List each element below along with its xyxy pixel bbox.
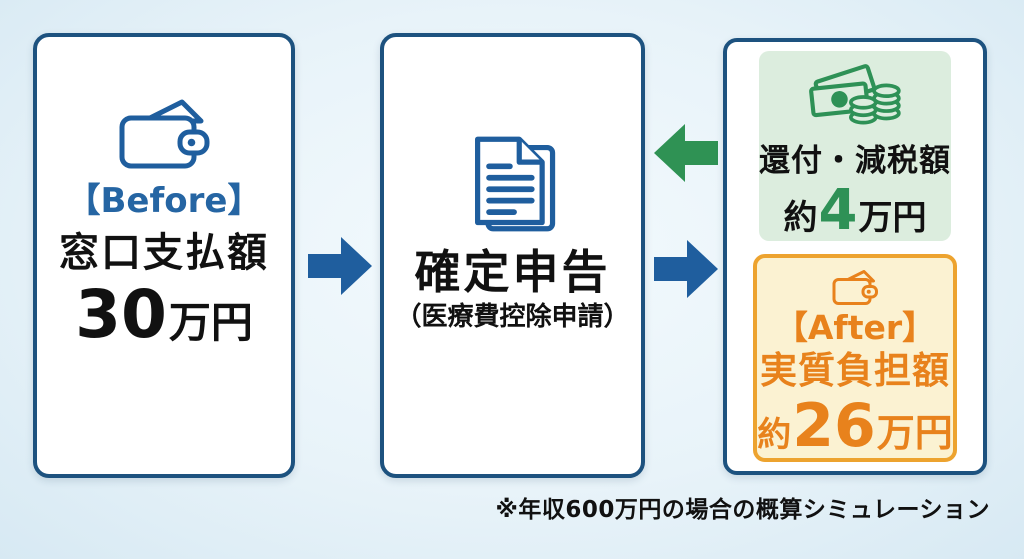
filing-subtitle: （医療費控除申請） [395, 302, 630, 333]
before-label: 【Before】 [66, 181, 262, 221]
wallet-icon [832, 270, 878, 305]
before-title: 窓口支払額 [59, 230, 269, 277]
after-title: 実質負担額 [759, 349, 950, 393]
refund-amount-prefix: 約 [783, 198, 818, 239]
after-amount: 約 26 万円 [757, 390, 953, 461]
refund-amount-value: 4 [818, 178, 858, 244]
tax-filing-box: 確定申告 （医療費控除申請） [380, 33, 645, 478]
filing-title: 確定申告 [414, 245, 611, 299]
refund-title: 還付・減税額 [759, 143, 951, 180]
wallet-icon [119, 99, 210, 169]
money-icon [809, 64, 901, 125]
after-amount-prefix: 約 [757, 414, 792, 455]
arrow-left-icon [654, 124, 718, 182]
after-amount-value: 26 [792, 390, 876, 461]
arrow-right-icon [654, 240, 718, 298]
arrow-right-icon [308, 237, 372, 295]
before-amount: 30 万円 [75, 276, 253, 354]
before-box: 【Before】 窓口支払額 30 万円 [33, 33, 295, 478]
refund-amount-unit: 万円 [858, 198, 927, 239]
after-label: 【After】 [774, 308, 936, 347]
before-amount-value: 30 [75, 276, 167, 354]
before-amount-unit: 万円 [168, 298, 253, 348]
result-panel: 還付・減税額 約 4 万円 【After】 実質負担額 約 26 万円 [723, 38, 987, 475]
documents-icon [474, 136, 555, 232]
after-box: 【After】 実質負担額 約 26 万円 [753, 254, 957, 462]
after-amount-unit: 万円 [876, 410, 953, 455]
disclaimer-note: ※年収600万円の場合の概算シミュレーション [495, 497, 990, 523]
refund-amount: 約 4 万円 [783, 178, 927, 244]
refund-box: 還付・減税額 約 4 万円 [759, 51, 951, 241]
